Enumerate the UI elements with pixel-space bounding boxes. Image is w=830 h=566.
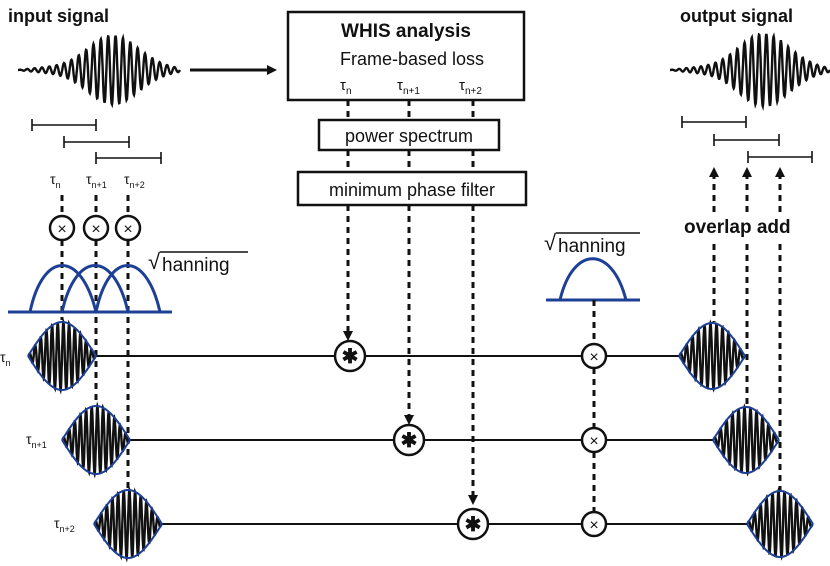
svg-text:τn+2: τn+2 xyxy=(124,171,145,190)
frame-row-n2: τn+2 xyxy=(54,515,748,534)
overlap-add-label: overlap add xyxy=(684,217,791,238)
output-signal-waveform xyxy=(669,32,830,111)
input-frame-spans xyxy=(31,119,162,164)
svg-text:✱: ✱ xyxy=(342,346,359,368)
input-tau-n1: τn+1 xyxy=(86,171,107,190)
convolve-n1: ✱ xyxy=(392,423,426,457)
input-signal-trace xyxy=(17,33,182,109)
whis-tau-n: τn xyxy=(340,77,352,97)
row-tau-n2: τn+2 xyxy=(54,515,75,534)
frame-row-n: τn xyxy=(0,349,680,368)
input-signal-waveform xyxy=(17,33,182,109)
whis-dashed-links xyxy=(346,100,475,172)
svg-text:τn+1: τn+1 xyxy=(86,171,107,190)
output-signal-title: output signal xyxy=(680,6,793,26)
min-phase-filter-box xyxy=(296,170,528,207)
svg-text:τn+2: τn+2 xyxy=(54,515,75,534)
windowed-frames xyxy=(27,317,814,563)
svg-text:×: × xyxy=(57,221,66,238)
input-tau-n: τn xyxy=(50,171,61,190)
output-frame-n xyxy=(678,319,746,393)
svg-text:×: × xyxy=(589,349,598,366)
svg-text:×: × xyxy=(589,517,598,534)
input-frame-n xyxy=(27,317,97,395)
input-tau-n2: τn+2 xyxy=(124,171,145,190)
min-phase-filter-label: minimum phase filter xyxy=(329,180,495,200)
svg-text:τn: τn xyxy=(340,77,352,97)
overlap-add-arrows xyxy=(709,167,785,490)
whis-analysis-box xyxy=(286,10,526,102)
svg-text:τn: τn xyxy=(50,171,61,190)
svg-text:✱: ✱ xyxy=(401,430,418,452)
sqrt-hanning-right: √ hanning xyxy=(544,230,640,257)
input-frame-n2 xyxy=(93,485,163,563)
svg-text:×: × xyxy=(123,221,132,238)
svg-text:√: √ xyxy=(148,249,161,274)
convolve-n: ✱ xyxy=(333,339,367,373)
power-spectrum-label: power spectrum xyxy=(345,126,473,146)
output-multiply-n: × xyxy=(580,342,608,370)
input-multiply-n1: × xyxy=(82,214,110,242)
svg-text:hanning: hanning xyxy=(558,236,626,257)
svg-text:√: √ xyxy=(544,230,557,255)
output-multiply-n1: × xyxy=(580,426,608,454)
output-frame-n2 xyxy=(746,487,814,561)
svg-text:✱: ✱ xyxy=(465,514,482,536)
convolve-n2: ✱ xyxy=(456,507,490,541)
svg-text:τn: τn xyxy=(0,349,11,368)
input-multiply-n2: × xyxy=(114,214,142,242)
svg-text:hanning: hanning xyxy=(162,255,230,276)
output-frame-spans xyxy=(681,116,813,163)
hanning-windows-left xyxy=(8,264,172,314)
whis-subtitle: Frame-based loss xyxy=(340,49,484,69)
whis-title: WHIS analysis xyxy=(341,21,471,42)
power-spectrum-box xyxy=(317,118,501,152)
row-tau-n1: τn+1 xyxy=(26,431,47,450)
svg-text:τn+2: τn+2 xyxy=(459,77,482,97)
row-tau-n: τn xyxy=(0,349,11,368)
svg-text:×: × xyxy=(91,221,100,238)
sqrt-hanning-left: √ hanning xyxy=(148,249,248,276)
whis-tau-n2: τn+2 xyxy=(459,77,482,97)
whis-tau-n1: τn+1 xyxy=(397,77,420,97)
output-frame-n1 xyxy=(712,403,780,477)
output-signal-trace xyxy=(669,32,830,111)
hanning-window-right xyxy=(546,257,640,302)
svg-text:×: × xyxy=(589,433,598,450)
svg-text:τn+1: τn+1 xyxy=(397,77,420,97)
svg-text:τn+1: τn+1 xyxy=(26,431,47,450)
input-signal-title: input signal xyxy=(8,6,109,26)
output-multiply-n2: × xyxy=(580,510,608,538)
input-multiply-n: × xyxy=(48,214,76,242)
frame-row-n1: τn+1 xyxy=(26,431,714,450)
input-frame-n1 xyxy=(61,401,131,479)
